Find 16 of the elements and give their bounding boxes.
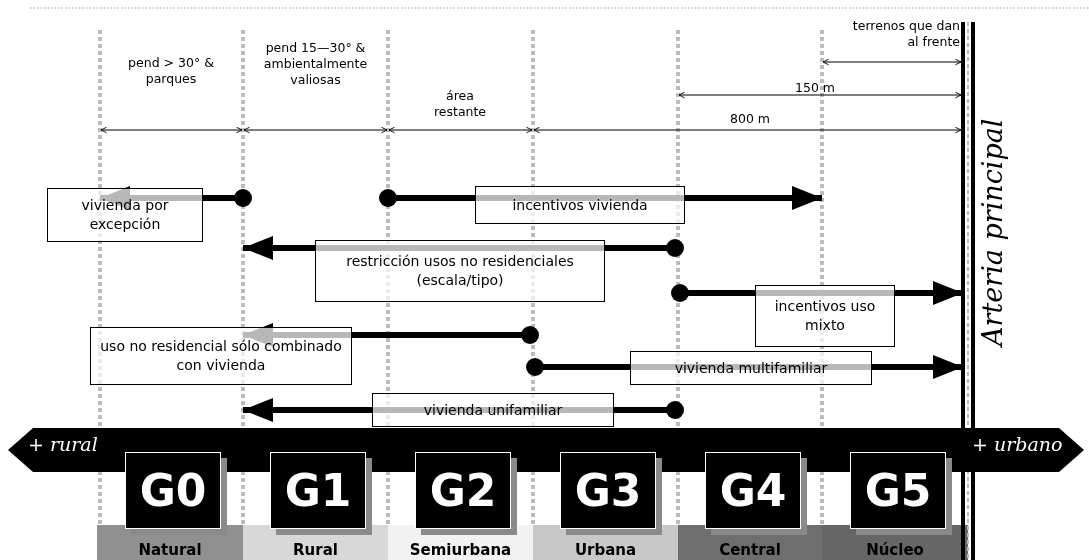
policy-box: uso no residencial sólo combinado con vivienda <box>90 327 352 385</box>
dimension-label: terrenos que dan al frente <box>851 18 960 50</box>
column-heading: pend 15—30° & ambientalmente valiosas <box>262 40 369 88</box>
road-label: Arteria principal <box>977 117 1008 349</box>
gradient-label: + rural <box>28 433 98 455</box>
policy-box: restricción usos no residenciales (escala/tipo) <box>315 240 605 302</box>
policy-box: vivienda multifamiliar <box>630 351 872 385</box>
policy-box: vivienda por excepción <box>47 188 203 242</box>
column-heading: área restante <box>432 88 488 120</box>
column-heading: pend > 30° & parques <box>127 55 215 87</box>
gradient-label: + urbano <box>972 433 1063 455</box>
policy-box: incentivos vivienda <box>475 186 685 224</box>
dimension-label: 150 m <box>794 80 836 96</box>
policy-box: incentivos uso mixto <box>755 285 895 347</box>
policy-box: vivienda unifamiliar <box>372 393 614 427</box>
dimension-label: 800 m <box>729 111 771 127</box>
